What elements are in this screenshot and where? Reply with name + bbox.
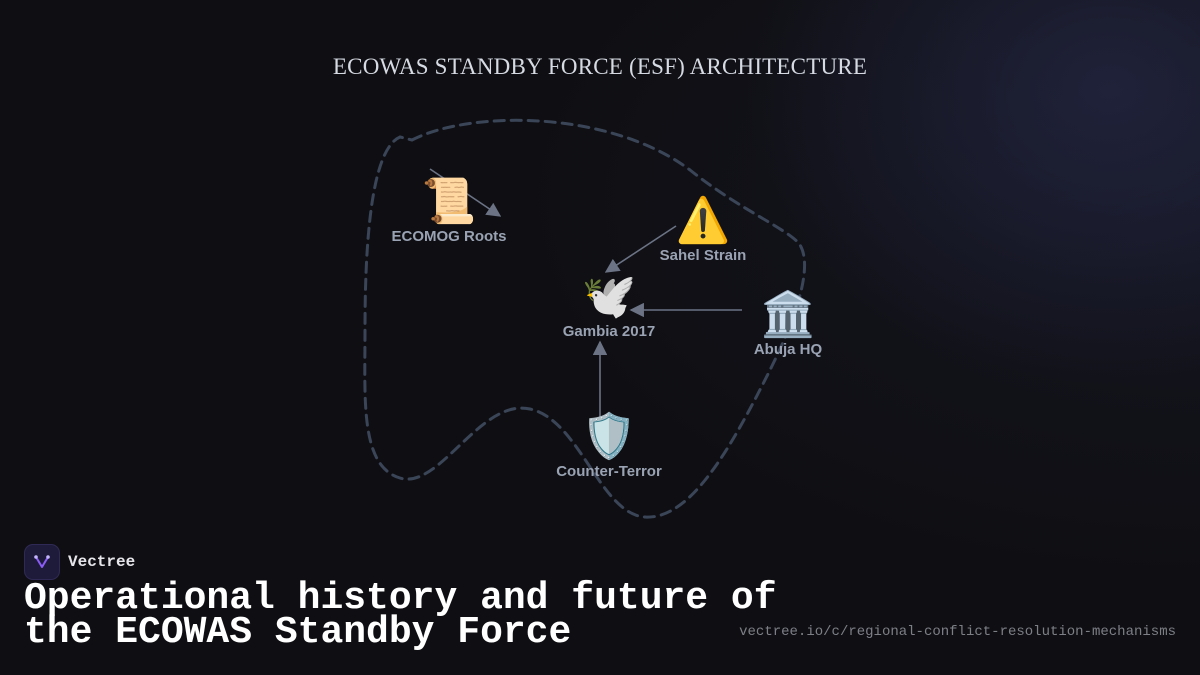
edge-sahel-to-gambia	[604, 225, 677, 273]
shield-icon: 🛡️	[581, 412, 637, 461]
scroll-icon: 📜	[421, 177, 477, 226]
boundary-outline	[363, 118, 806, 519]
node-gambia-2017: 🕊️ Gambia 2017	[539, 272, 679, 341]
node-label: Counter-Terror	[556, 463, 662, 480]
node-ecomog-roots: 📜 ECOMOG Roots	[379, 177, 519, 246]
node-label: Gambia 2017	[562, 323, 656, 340]
classical-building-icon: 🏛️	[760, 290, 816, 339]
brand: Vectree	[24, 544, 135, 580]
edge-ecomog-roots	[429, 168, 502, 217]
node-label: Sahel Strain	[659, 247, 747, 264]
warning-icon: ⚠️	[675, 196, 731, 245]
node-sahel-strain: ⚠️ Sahel Strain	[633, 196, 773, 265]
node-counter-terror: 🛡️ Counter-Terror	[539, 412, 679, 481]
node-label: ECOMOG Roots	[391, 228, 507, 245]
node-abuja-hq: 🏛️ Abuja HQ	[718, 290, 858, 359]
vectree-logo-icon	[24, 544, 60, 580]
brand-name: Vectree	[68, 553, 136, 571]
node-label: Abuja HQ	[753, 341, 823, 358]
source-url[interactable]: vectree.io/c/regional-conflict-resolutio…	[739, 624, 1176, 640]
dove-icon: 🕊️	[581, 272, 637, 321]
diagram-title: ECOWAS STANDBY FORCE (ESF) ARCHITECTURE	[332, 54, 868, 79]
headline: Operational history and future of the EC…	[24, 577, 777, 654]
